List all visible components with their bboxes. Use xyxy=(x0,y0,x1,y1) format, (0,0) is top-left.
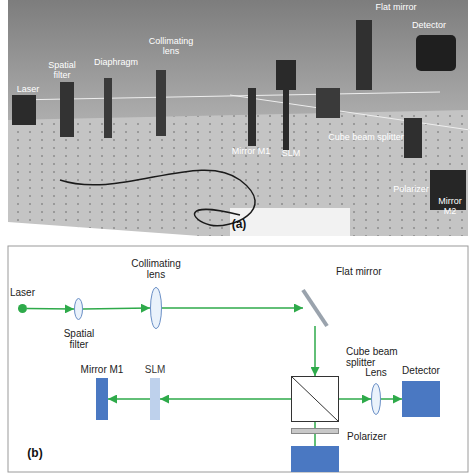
splitter-diagonal xyxy=(292,377,339,422)
component-label: Flat mirror xyxy=(336,266,406,277)
optical-component: Polarizer xyxy=(291,428,339,434)
component-label: Detector xyxy=(396,365,446,376)
mirror-m2-symbol xyxy=(291,446,339,472)
component-outline xyxy=(291,376,339,422)
optical-component: Spatial filter xyxy=(74,298,83,320)
component-outline xyxy=(371,383,381,415)
laser-beam xyxy=(339,398,371,400)
part-label: Collimating lens xyxy=(140,36,202,56)
panel-letter: (b) xyxy=(20,448,50,458)
photo-background xyxy=(8,0,468,236)
laser-housing xyxy=(12,95,36,125)
optical-component: Detector xyxy=(402,381,440,417)
panel-letter: (a) xyxy=(224,219,254,229)
optical-component: Lens xyxy=(371,383,381,415)
optical-component: Cube beam splitter xyxy=(291,376,339,422)
flat-mirror-post xyxy=(356,20,372,90)
optical-component: Laser xyxy=(18,304,27,313)
beam-line xyxy=(314,434,316,446)
part-label: Cube beam splitter xyxy=(316,132,416,142)
component-outline xyxy=(74,298,83,320)
laser-beam xyxy=(314,326,316,376)
laser-beam xyxy=(83,307,150,309)
component-label: Cube beam splitter xyxy=(346,346,406,368)
laser-beam xyxy=(162,307,303,309)
part-label: Laser xyxy=(8,84,48,94)
optical-component: SLM xyxy=(150,378,160,420)
component-outline xyxy=(150,287,162,329)
slm-post xyxy=(283,90,289,150)
lens-outline xyxy=(75,299,83,320)
optical-component: Collimating lens xyxy=(150,287,162,329)
spatial-filter-post xyxy=(60,82,74,137)
detector-camera xyxy=(416,35,456,71)
component-outline xyxy=(303,290,327,326)
laser-beam xyxy=(108,398,150,400)
table-edge xyxy=(8,222,200,236)
lens-outline xyxy=(372,384,381,415)
component-label: Mirror M1 xyxy=(74,364,130,375)
cable xyxy=(60,170,255,226)
part-label: Mirror M1 xyxy=(226,146,276,156)
polarizer-mount xyxy=(404,118,422,158)
part-label: Diaphragm xyxy=(88,57,144,67)
beam-line xyxy=(230,95,470,130)
laser-beam xyxy=(314,422,316,428)
part-label: Spatial filter xyxy=(40,60,84,80)
mirror-post xyxy=(248,88,256,146)
part-label: Detector xyxy=(404,20,454,30)
diaphragm-post xyxy=(104,78,112,138)
slm-holder xyxy=(276,60,296,90)
component-label: Laser xyxy=(10,287,50,298)
photo-light-area xyxy=(230,208,350,236)
part-label: Polarizer xyxy=(386,184,436,194)
collimating-post xyxy=(156,70,166,136)
panel-frame xyxy=(8,246,468,472)
lens-outline xyxy=(151,288,162,329)
cube-outline xyxy=(292,377,339,422)
laser-beam xyxy=(381,398,402,400)
component-label: SLM xyxy=(138,364,172,375)
table-holes xyxy=(8,110,468,236)
optical-component: Flat mirror xyxy=(303,290,327,326)
part-label: SLM xyxy=(276,148,306,158)
part-label: Mirror M2 xyxy=(434,196,466,216)
component-label: Polarizer xyxy=(347,431,407,442)
part-label: Flat mirror xyxy=(366,2,426,12)
optical-table xyxy=(8,110,468,236)
laser-beam xyxy=(160,398,291,400)
laser-beam xyxy=(27,308,74,310)
mirror-surface xyxy=(303,290,327,326)
component-label: Collimating lens xyxy=(124,258,188,280)
beam-splitter-mount xyxy=(316,88,340,118)
beam-line xyxy=(14,92,440,100)
component-label: Lens xyxy=(358,367,394,378)
component-label: Spatial filter xyxy=(56,328,102,350)
optical-component: Mirror M1 xyxy=(96,378,108,420)
